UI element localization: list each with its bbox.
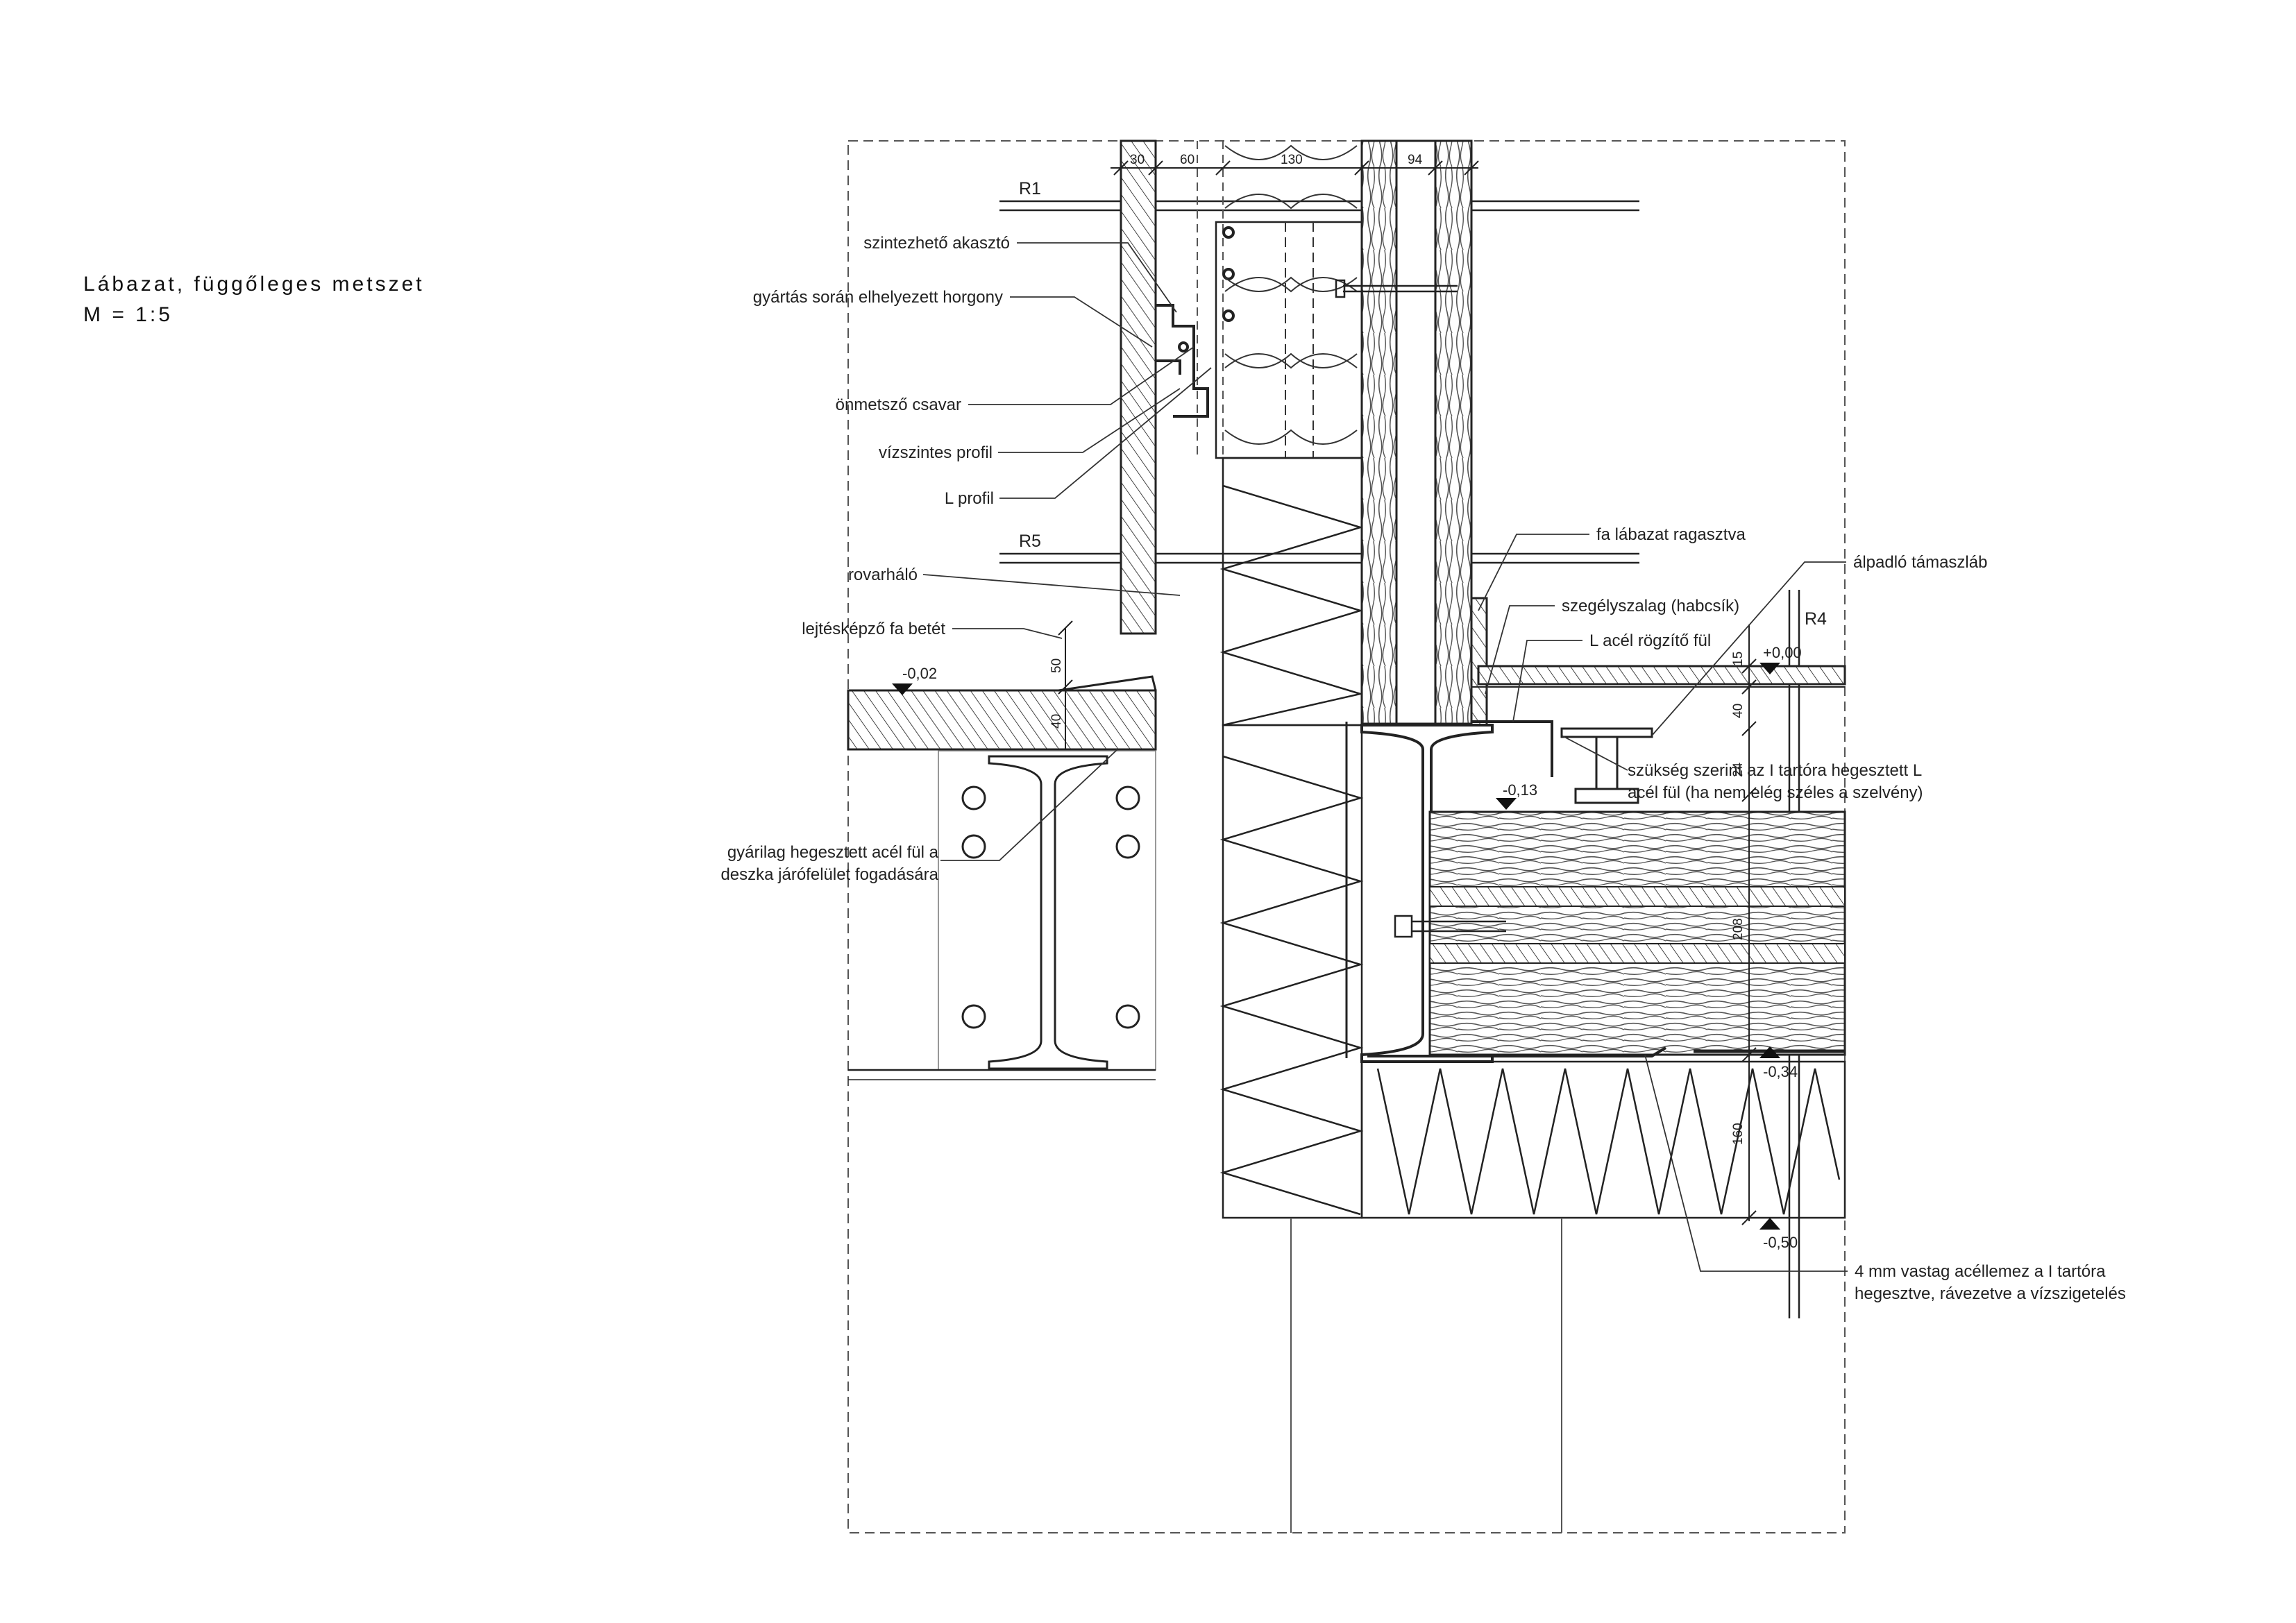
level-marker-000: +0,00 <box>1759 644 1802 674</box>
label-l-lug: L acél rögzítő fül <box>1589 631 1711 650</box>
floor-beam-joint-2 <box>1429 943 1846 964</box>
wood-plinth <box>1470 597 1488 728</box>
level-marker-034: -0,34 <box>1759 1046 1798 1080</box>
label-steel-lug-2: deszka járófelület fogadására <box>720 865 938 884</box>
wood-stud-inner <box>1360 139 1398 725</box>
level-marker-002: -0,02 <box>892 665 937 695</box>
steel-plate-4mm <box>1367 1046 1667 1057</box>
level-050: -0,50 <box>1763 1234 1798 1251</box>
level-000: +0,00 <box>1763 644 1802 661</box>
drawing-title: Lábazat, függőleges metszet <box>83 273 425 296</box>
facade-cladding-board <box>1120 139 1157 635</box>
foundation-insulation-right <box>1360 1060 1846 1219</box>
label-l-profile: L profil <box>945 489 994 508</box>
label-anchor: gyártás során elhelyezett horgony <box>753 288 1003 307</box>
dim-24: 24 <box>1731 762 1746 777</box>
grid-label-r1: R1 <box>1019 179 1041 198</box>
horizontal-profile <box>1215 221 1363 459</box>
dim-50: 50 <box>1049 658 1064 673</box>
clt-wall-panel <box>1434 139 1473 725</box>
dim-60: 60 <box>1180 153 1195 167</box>
dimension-chain-deck <box>1058 620 1073 749</box>
floor-board-top <box>1477 665 1846 686</box>
dimension-chain-top <box>1111 160 1479 176</box>
label-floor-support: álpadló támaszláb <box>1853 553 1987 572</box>
dim-40b: 40 <box>1731 704 1746 718</box>
level-034: -0,34 <box>1763 1063 1798 1080</box>
floor-beam-timber <box>1428 810 1846 1056</box>
dim-15: 15 <box>1731 652 1746 666</box>
level-marker-050: -0,50 <box>1759 1218 1798 1251</box>
label-slope-insert: lejtésképző fa betét <box>802 620 945 638</box>
hanger-profile <box>1156 226 1235 418</box>
level-013: -0,13 <box>1503 781 1537 799</box>
dim-130: 130 <box>1281 153 1303 167</box>
floor-beam-joint-1 <box>1429 886 1846 907</box>
label-need-1: szükség szerint az I tartóra hegesztett … <box>1628 761 1922 780</box>
label-edge-strip: szegélyszalag (habcsík) <box>1562 597 1739 615</box>
grid-label-r4: R4 <box>1805 609 1827 629</box>
dim-160: 160 <box>1731 1123 1746 1145</box>
label-screw: önmetsző csavar <box>836 396 961 414</box>
label-hanger: szintezhető akasztó <box>863 234 1010 253</box>
label-plate-1: 4 mm vastag acéllemez a I tartóra <box>1855 1262 2106 1281</box>
dimension-chain-right <box>1741 624 1757 1225</box>
label-plate-2: hegesztve, rávezetve a vízszigetelés <box>1855 1284 2126 1303</box>
grid-line-r1: R1 <box>999 179 1639 212</box>
leader-lines-left <box>922 242 1212 861</box>
zigzag-insulation-wall <box>1219 457 1364 726</box>
detail-frame <box>847 140 1846 1533</box>
dim-30: 30 <box>1130 153 1145 167</box>
label-steel-lug-1: gyárilag hegesztett acél fül a <box>727 843 939 862</box>
label-horizontal-profile: vízszintes profil <box>879 443 993 462</box>
wall-core-board <box>1395 139 1437 725</box>
dim-40a: 40 <box>1049 714 1064 729</box>
foundation-insulation-left <box>1219 724 1364 1219</box>
title-block: Lábazat, függőleges metszet M = 1:5 <box>83 269 425 330</box>
grid-line-r5: R5 <box>999 532 1639 564</box>
dim-208: 208 <box>1731 918 1746 940</box>
label-wood-plinth: fa lábazat ragasztva <box>1596 525 1746 544</box>
steel-i-beam-left <box>938 750 1156 1071</box>
terrace-deck-board <box>847 689 1157 751</box>
label-insect-mesh: rovarháló <box>848 566 918 584</box>
drawing-scale: M = 1:5 <box>83 303 173 326</box>
mineral-wool-insulation <box>1224 144 1358 458</box>
level-marker-013: -0,13 <box>1496 781 1537 810</box>
wall-screw <box>1335 279 1458 298</box>
dim-94: 94 <box>1408 153 1423 167</box>
level-002: -0,02 <box>902 665 937 682</box>
leader-lines-right <box>1478 534 1848 1272</box>
beam-bolt <box>1394 915 1506 938</box>
grid-label-r5: R5 <box>1019 532 1041 551</box>
label-need-2: acél fül (ha nem elég széles a szelvény) <box>1628 783 1923 802</box>
l-steel-lug <box>1471 720 1553 777</box>
